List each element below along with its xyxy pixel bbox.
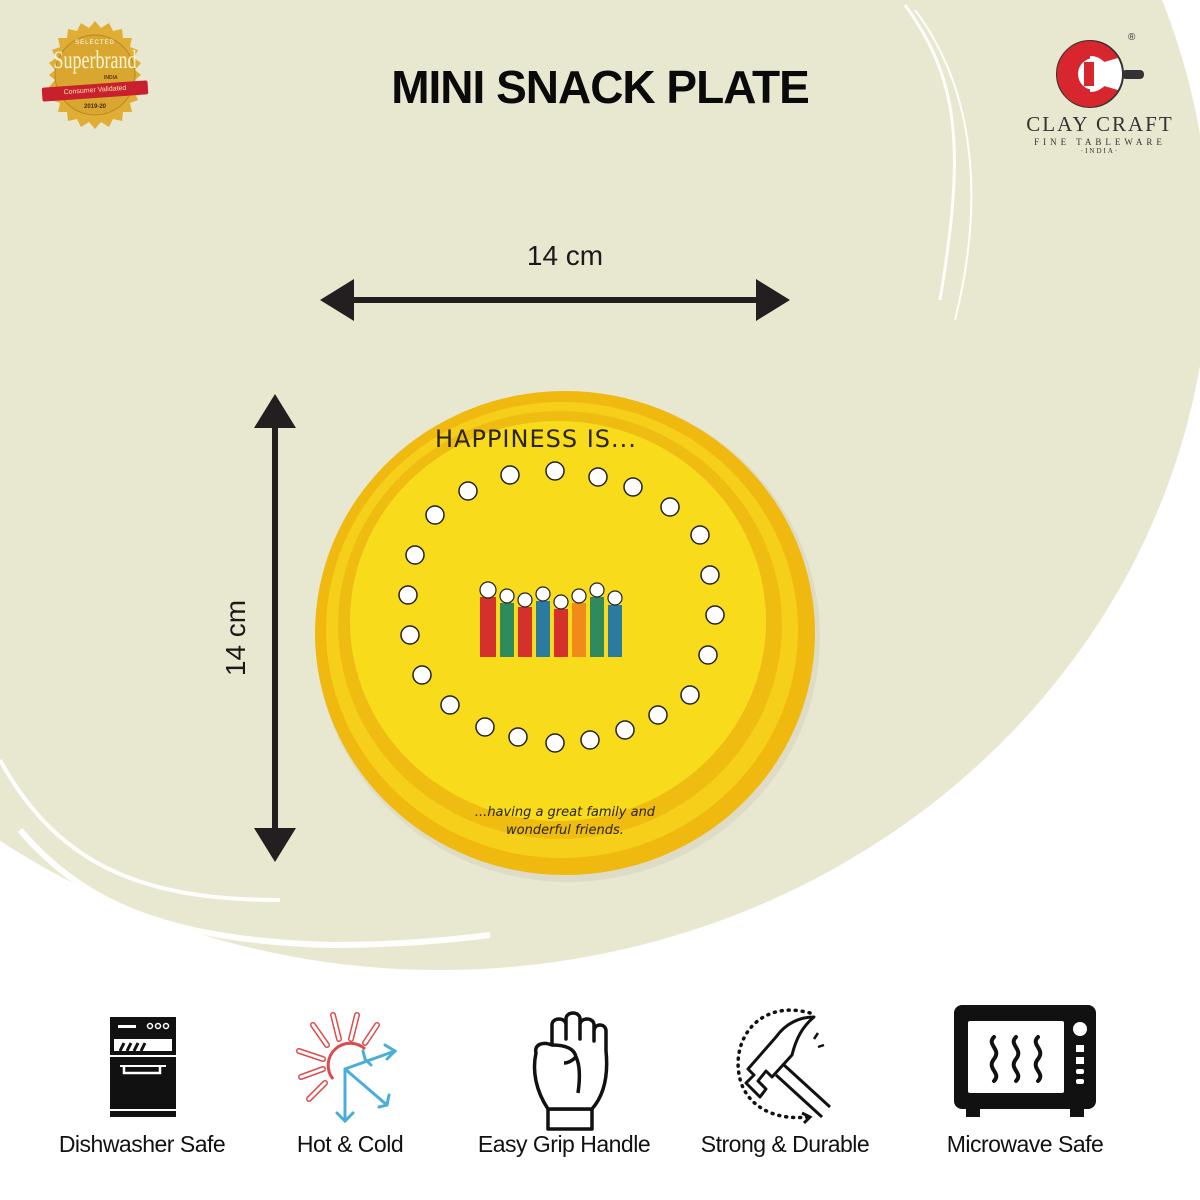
feature-easy-grip-handle: Easy Grip Handle — [454, 995, 674, 1157]
feature-label: Hot & Cold — [296, 1131, 404, 1157]
page-title: MINI SNACK PLATE — [391, 61, 810, 113]
feature-strong-durable: Strong & Durable — [675, 995, 895, 1157]
brush-strokes — [0, 4, 973, 967]
superbrand-badge: SELECTED Superbrand INDIA Consumer Valid… — [38, 18, 152, 132]
registered-mark: ® — [1128, 32, 1136, 43]
sun-snowflake-icon — [296, 1012, 398, 1124]
feature-hot-cold: Hot & Cold — [240, 995, 460, 1157]
badge-country: INDIA — [104, 75, 118, 81]
feature-label: Easy Grip Handle — [477, 1131, 651, 1157]
logo-mark: ® — [1054, 32, 1154, 110]
clay-craft-logo: ® CLAY CRAFT FINE TABLEWARE ·INDIA· — [1020, 32, 1180, 155]
plate-headline: HAPPINESS IS... — [435, 425, 637, 453]
logo-name: CLAY CRAFT — [1026, 112, 1174, 136]
feature-label: Microwave Safe — [946, 1131, 1104, 1157]
height-dimension-label: 14 cm — [220, 599, 251, 677]
plate-caption-line2: wonderful friends. — [506, 823, 624, 838]
feature-label: Dishwasher Safe — [58, 1131, 226, 1157]
dishwasher-icon — [110, 1017, 176, 1117]
feature-label: Strong & Durable — [700, 1131, 870, 1157]
feature-microwave-safe: Microwave Safe — [915, 995, 1135, 1157]
plate-image: HAPPINESS IS... ...having a great family… — [310, 385, 820, 885]
width-dimension-arrow — [320, 279, 790, 321]
badge-top-text: SELECTED — [75, 40, 115, 46]
fist-icon — [532, 1011, 609, 1131]
height-dimension-arrow — [254, 394, 296, 862]
plate-caption-line1: ...having a great family and — [474, 805, 656, 820]
logo-tagline: FINE TABLEWARE — [1034, 137, 1166, 147]
features-row: Dishwasher Safe — [0, 995, 1200, 1175]
width-dimension-label: 14 cm — [526, 240, 604, 271]
badge-brand: Superbrand — [53, 45, 137, 74]
microwave-icon — [954, 1005, 1096, 1117]
hammer-icon — [736, 1008, 832, 1125]
logo-country: ·INDIA· — [1080, 147, 1120, 155]
feature-dishwasher-safe: Dishwasher Safe — [32, 995, 252, 1157]
badge-year: 2019-20 — [83, 104, 107, 110]
